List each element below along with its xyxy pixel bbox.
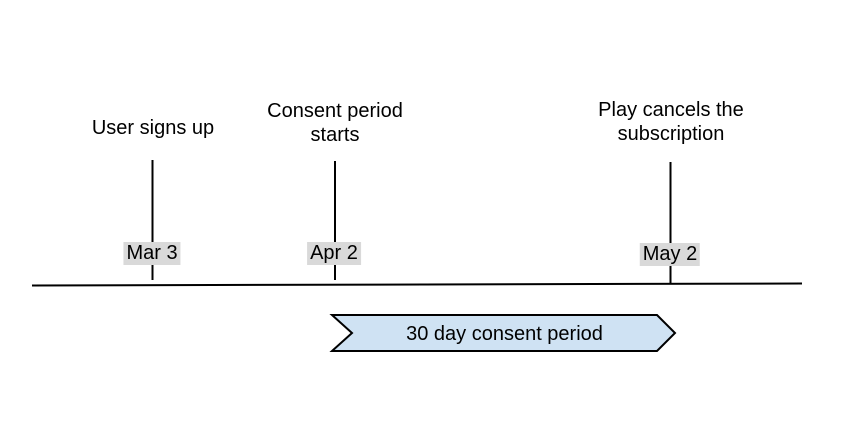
date-chip-apr2: Apr 2: [307, 242, 361, 265]
event-label-consent-period-starts: Consent period starts: [267, 100, 403, 146]
date-chip-may2: May 2: [639, 243, 701, 266]
date-chip-mar3: Mar 3: [123, 242, 181, 265]
timeline-axis-line: [31, 282, 803, 287]
event-label-user-signs-up: User signs up: [91, 117, 215, 139]
consent-period-ribbon-label: 30 day consent period: [406, 323, 603, 345]
consent-period-ribbon-shape: [329, 314, 677, 352]
event-label-play-cancels-subscription: Play cancels the subscription: [598, 99, 744, 145]
